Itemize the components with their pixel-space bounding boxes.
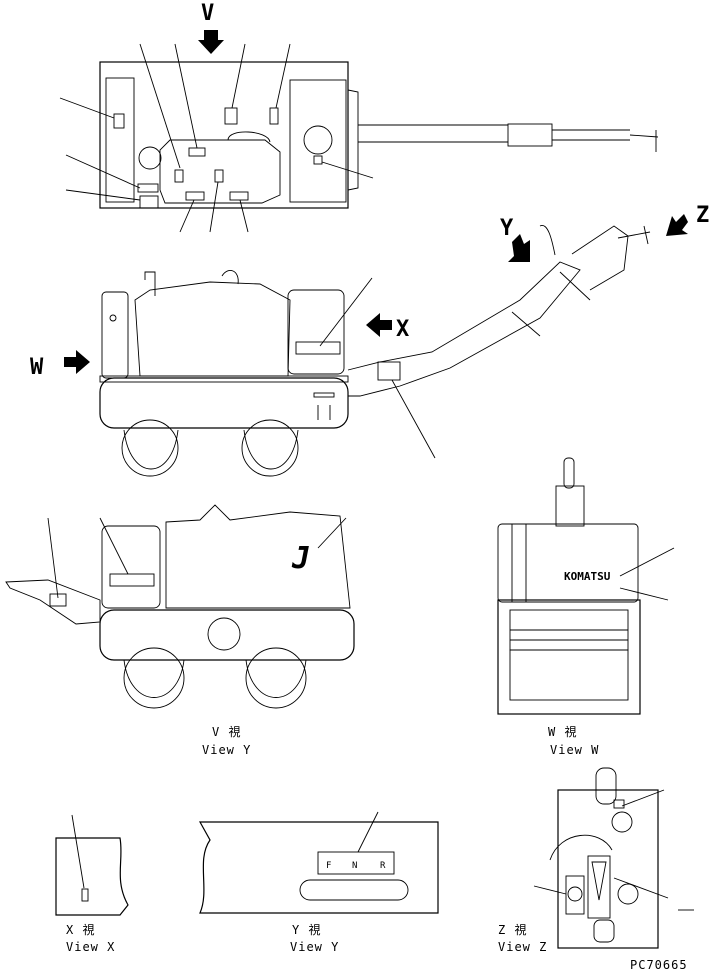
arrow-z-marker	[666, 214, 688, 236]
drawing-number: PC70665	[630, 958, 688, 972]
arrow-w-marker	[64, 350, 90, 374]
view-y-caption-jp: Y 視	[292, 922, 321, 937]
view-y: F N R Y 視 View Y	[198, 811, 439, 954]
view-w: KOMATSU W 視 View W	[497, 457, 675, 757]
side-view: W X Y Z	[30, 203, 709, 477]
view-v: J V 視 View Y	[5, 504, 355, 757]
view-v-caption-en: View Y	[202, 743, 251, 757]
view-z-caption-jp: Z 視	[498, 922, 527, 937]
arrow-v-marker	[198, 30, 224, 54]
plate-forward-label: F	[326, 861, 331, 871]
view-x: X 視 View X	[55, 814, 129, 954]
view-w-caption-jp: W 視	[548, 724, 577, 739]
jv-mark: J	[291, 541, 310, 576]
view-v-caption-jp: V 視	[212, 724, 241, 739]
view-x-caption-jp: X 視	[66, 922, 95, 937]
plate-neutral-label: N	[352, 861, 357, 871]
view-z-caption-en: View Z	[498, 940, 547, 954]
view-y-caption-en: View Y	[290, 940, 339, 954]
komatsu-logo: KOMATSU	[564, 570, 611, 583]
top-view: V	[59, 1, 659, 233]
view-z: Z 視 View Z	[498, 767, 694, 954]
arrow-x-label: X	[396, 317, 409, 342]
plate-reverse-label: R	[380, 861, 386, 871]
arrow-x-marker	[366, 313, 392, 337]
arrow-v-label: V	[201, 1, 214, 26]
arrow-w-label: W	[30, 355, 44, 380]
arrow-y-marker	[508, 234, 530, 262]
view-w-caption-en: View W	[550, 743, 599, 757]
view-x-caption-en: View X	[66, 940, 115, 954]
arrow-z-label: Z	[696, 203, 709, 228]
arrow-y-label: Y	[500, 216, 514, 241]
